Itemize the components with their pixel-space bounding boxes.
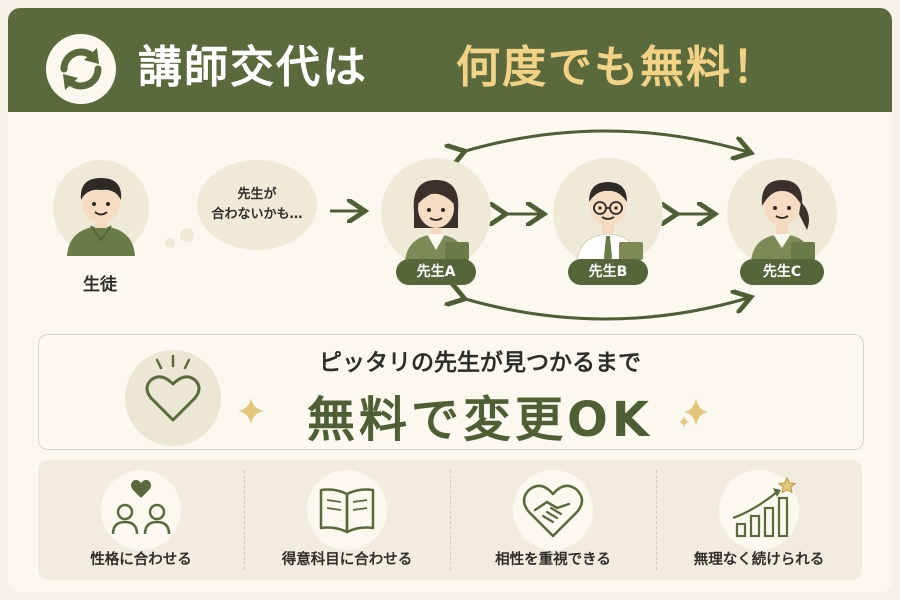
student-avatar	[53, 160, 149, 256]
teacher-a-tag: 先生A	[396, 259, 476, 285]
thought-dot	[165, 238, 175, 248]
banner-main-text: 無料で変更OK	[306, 392, 653, 448]
teacher-c-tag: 先生C	[740, 259, 824, 285]
student-label: 生徒	[83, 275, 117, 295]
handshake-heart-icon	[513, 470, 593, 550]
title-highlight: 何度でも無料！	[456, 42, 778, 93]
feature-item-compatibility: 相性を重視できる	[450, 460, 656, 580]
thought-bubble: 先生が 合わないかも…	[197, 160, 317, 250]
growth-chart-star-icon	[719, 470, 799, 550]
feature-label: 性格に合わせる	[90, 552, 192, 568]
thought-line-1: 先生が	[237, 187, 277, 202]
feature-label: 相性を重視できる	[495, 552, 611, 568]
feature-label: 得意科目に合わせる	[281, 552, 413, 568]
heart-icon	[125, 350, 221, 446]
sparkle-icon	[679, 398, 708, 427]
thought-dot	[180, 228, 194, 242]
feature-item-subject: 得意科目に合わせる	[244, 460, 450, 580]
teacher-b-avatar	[553, 158, 663, 268]
thought-line-2: 合わないかも…	[211, 207, 303, 222]
feature-divider	[450, 470, 451, 570]
teacher-b-tag: 先生B	[568, 259, 648, 285]
teacher-c-avatar	[727, 158, 837, 268]
title-main: 講師交代は	[138, 42, 368, 93]
header-banner: 講師交代は 何度でも無料！	[8, 8, 892, 112]
feature-item-personality: 性格に合わせる	[38, 460, 244, 580]
banner-subtitle: ピッタリの先生が見つかるまで	[319, 350, 641, 376]
teacher-a-avatar	[381, 158, 491, 268]
people-heart-icon	[101, 470, 181, 550]
feature-divider	[244, 470, 245, 570]
feature-divider	[656, 470, 657, 570]
refresh-cycle-icon	[46, 34, 116, 104]
open-book-icon	[307, 470, 387, 550]
feature-item-continue: 無理なく続けられる	[656, 460, 862, 580]
feature-label: 無理なく続けられる	[693, 552, 825, 568]
sparkle-icon	[238, 398, 264, 424]
